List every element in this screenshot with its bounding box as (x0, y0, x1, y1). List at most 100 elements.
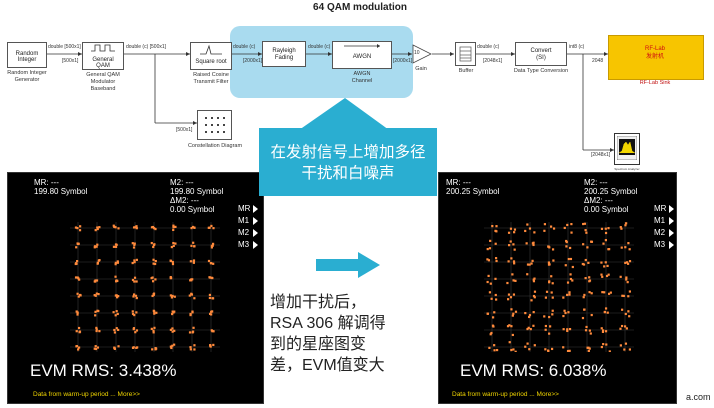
constellation-point (114, 245, 118, 248)
constellation-point (188, 331, 192, 334)
constellation-point (530, 262, 533, 265)
left-footer-link[interactable]: Data from warm-up period ... More>> (33, 391, 140, 398)
constellation-point (117, 295, 120, 298)
constellation-point (526, 223, 529, 226)
constellation-point (624, 246, 627, 249)
constellation-point (587, 261, 590, 264)
constellation-point (210, 310, 213, 313)
right-constellation-panel (438, 172, 677, 404)
constellation-point (212, 262, 215, 265)
constellation-point (619, 327, 622, 330)
constellation-point (619, 226, 622, 229)
constellation-point (153, 326, 156, 329)
constellation-point (212, 343, 215, 347)
right-marker-m3[interactable]: M3 (654, 240, 666, 249)
constellation-point (169, 259, 172, 262)
constellation-point (562, 328, 565, 331)
right-marker-m1[interactable]: M1 (654, 216, 666, 225)
constellation-point (513, 262, 516, 265)
convert-block[interactable]: Convert (SI) (515, 42, 567, 66)
left-marker-m3[interactable]: M3 (238, 240, 250, 249)
constellation-point (528, 263, 531, 266)
right-footer-link[interactable]: Data from warm-up period ... More>> (452, 391, 559, 398)
constellation-point (508, 341, 511, 344)
constellation-point (620, 324, 624, 328)
constellation-point (606, 264, 609, 268)
constellation-point (514, 350, 517, 352)
constellation-point (621, 308, 624, 311)
callout-text: 在发射信号上增加多径 干扰和白噪声 (259, 142, 437, 184)
constellation-point (113, 225, 116, 228)
constellation-point (152, 262, 155, 265)
constellation-point (211, 242, 215, 245)
constellation-point (114, 261, 117, 264)
description-text: 增加干扰后， RSA 306 解调得 到的星座图变 差，EVM值变大 (270, 292, 430, 376)
right-marker-mr[interactable]: MR (654, 204, 667, 213)
constellation-point (77, 348, 80, 351)
constellation-point (93, 294, 96, 297)
constellation-point (628, 315, 631, 318)
right-marker-arrows (669, 205, 674, 249)
random-integer-block[interactable]: Random Integer (7, 42, 47, 68)
left-marker-m2[interactable]: M2 (238, 228, 250, 237)
constellation-point (583, 293, 586, 297)
signal-label: double (c) [500x1] (126, 44, 167, 50)
constellation-point (192, 261, 195, 264)
raised-cosine-block[interactable]: Square root (190, 42, 232, 70)
right-mr-label: MR: --- (446, 178, 471, 187)
constellation-point (93, 280, 96, 283)
constellation-point (171, 327, 174, 330)
constellation-block[interactable] (197, 110, 232, 140)
constellation-point (602, 242, 605, 245)
qam-modulator-block[interactable]: General QAM (82, 42, 124, 70)
constellation-point (601, 330, 605, 333)
constellation-point (533, 344, 536, 347)
constellation-point (96, 227, 99, 231)
constellation-point (115, 243, 118, 246)
constellation-point (188, 294, 191, 297)
constellation-point (96, 243, 99, 246)
constellation-point (600, 261, 603, 264)
constellation-point (117, 345, 120, 348)
constellation-point (603, 291, 606, 294)
constellation-point (491, 224, 494, 228)
constellation-point (95, 279, 99, 282)
constellation-point (211, 244, 214, 247)
gain-block[interactable] (412, 44, 432, 64)
constellation-point (544, 348, 547, 351)
diagram-title: 64 QAM modulation (313, 2, 407, 13)
constellation-point (583, 308, 586, 311)
buffer-icon (459, 46, 472, 62)
rayleigh-fading-block[interactable]: Rayleigh Fading (262, 41, 306, 67)
constellation-point (189, 348, 192, 351)
constellation-point (131, 312, 135, 316)
rf-lab-sink-block[interactable] (608, 35, 704, 80)
callout-line-2: 干扰和白噪声 (301, 165, 395, 182)
callout-pointer (299, 98, 389, 130)
constellation-point (548, 315, 551, 319)
constellation-point (526, 263, 530, 266)
constellation-point (75, 345, 78, 348)
constellation-point (582, 263, 586, 266)
left-marker-m1[interactable]: M1 (238, 216, 250, 225)
constellation-point (620, 227, 623, 230)
constellation-point (96, 309, 99, 312)
constellation-caption: Constellation Diagram (187, 143, 243, 149)
constellation-point (625, 276, 628, 279)
constellation-point (79, 225, 82, 228)
constellation-point (563, 226, 566, 230)
constellation-point (528, 227, 532, 230)
constellation-point (490, 331, 493, 335)
constellation-point (171, 312, 174, 316)
constellation-point (131, 310, 134, 313)
constellation-point (607, 227, 610, 230)
constellation-point (493, 349, 496, 352)
constellation-point (528, 348, 531, 351)
left-constellation-panel (7, 172, 264, 404)
right-marker-m2[interactable]: M2 (654, 228, 666, 237)
constellation-point (77, 277, 80, 280)
constellation-point (549, 225, 553, 228)
constellation-point (547, 245, 550, 248)
constellation-point (95, 292, 98, 295)
left-marker-mr[interactable]: MR (238, 204, 251, 213)
